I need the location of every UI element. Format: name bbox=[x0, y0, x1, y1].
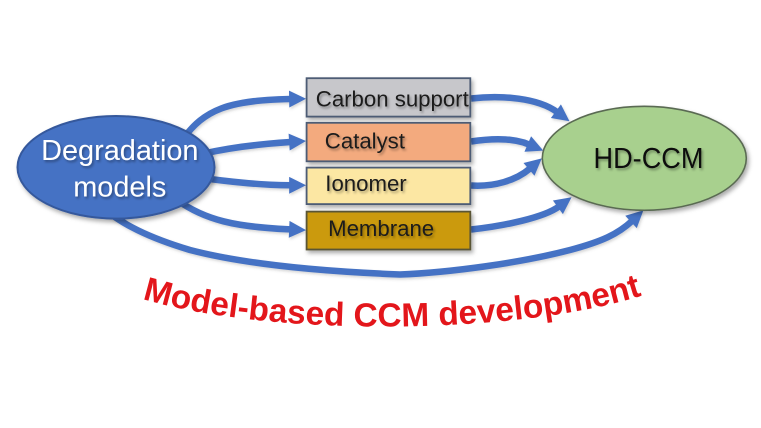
svg-text:Carbon support: Carbon support bbox=[316, 87, 469, 112]
svg-text:Catalyst: Catalyst bbox=[325, 129, 405, 154]
svg-text:Membrane: Membrane bbox=[328, 216, 434, 241]
svg-text:Ionomer: Ionomer bbox=[325, 171, 407, 196]
svg-text:models: models bbox=[73, 172, 166, 204]
svg-text:Model-based CCM development: Model-based CCM development bbox=[140, 268, 644, 335]
svg-text:HD-CCM: HD-CCM bbox=[594, 143, 704, 175]
svg-text:Degradation: Degradation bbox=[41, 135, 198, 167]
